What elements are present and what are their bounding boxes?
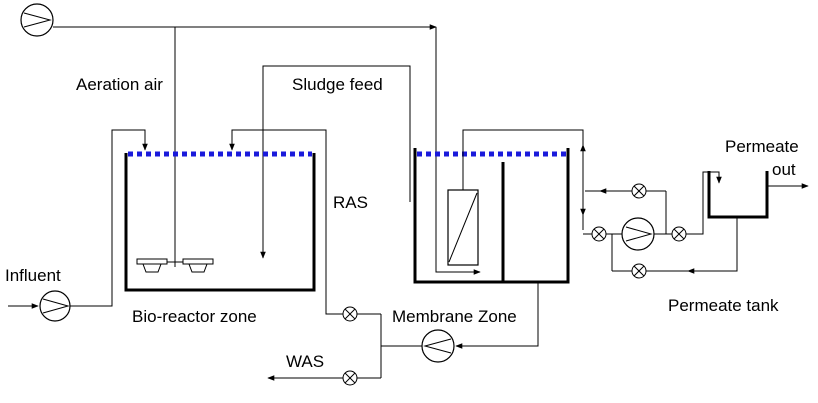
was-label: WAS (286, 352, 324, 371)
influent-pipe (70, 129, 148, 307)
backwash-valve-icon[interactable] (631, 183, 647, 199)
permeate-tank (707, 171, 769, 219)
permeate-tank-label: Permeate tank (668, 296, 779, 315)
aeration-blower-pump-icon[interactable] (20, 3, 54, 37)
suction-valve-icon[interactable] (591, 226, 607, 242)
influent-label: Influent (5, 266, 61, 285)
diffuser-right-icon (182, 258, 214, 273)
membrane-outlet-pipe (455, 282, 539, 349)
bioreactor-zone-label: Bio-reactor zone (132, 307, 257, 326)
diffuser-left-icon (136, 258, 168, 273)
sludge-feed-label: Sludge feed (292, 75, 383, 94)
permeate-out-label-line1: Permeate (725, 137, 799, 156)
discharge-valve-icon[interactable] (671, 226, 687, 242)
membrane-module-icon (447, 189, 479, 266)
ras-valve-icon[interactable] (342, 306, 358, 322)
membrane-zone-label: Membrane Zone (392, 307, 517, 326)
bioreactor-tank (124, 153, 316, 292)
return-valve-icon[interactable] (631, 263, 647, 279)
sludge-feed-pipe (260, 65, 411, 259)
influent-pump-icon[interactable] (39, 290, 71, 322)
ras-pipe (229, 129, 343, 315)
permeate-out-label-line2: out (772, 160, 796, 179)
membrane-tank (413, 148, 570, 284)
permeate-tank-return-pipe (687, 218, 738, 274)
membrane-air-feed (435, 202, 481, 275)
permeate-pump-icon[interactable] (621, 217, 655, 251)
ras-label: RAS (333, 193, 368, 212)
ras-pump-icon[interactable] (421, 329, 455, 363)
aeration-air-label: Aeration air (76, 75, 163, 94)
was-valve-icon[interactable] (342, 370, 358, 386)
permeate-draw-pipe (462, 129, 584, 230)
permeate-tank-inlet-pipe (686, 171, 722, 235)
